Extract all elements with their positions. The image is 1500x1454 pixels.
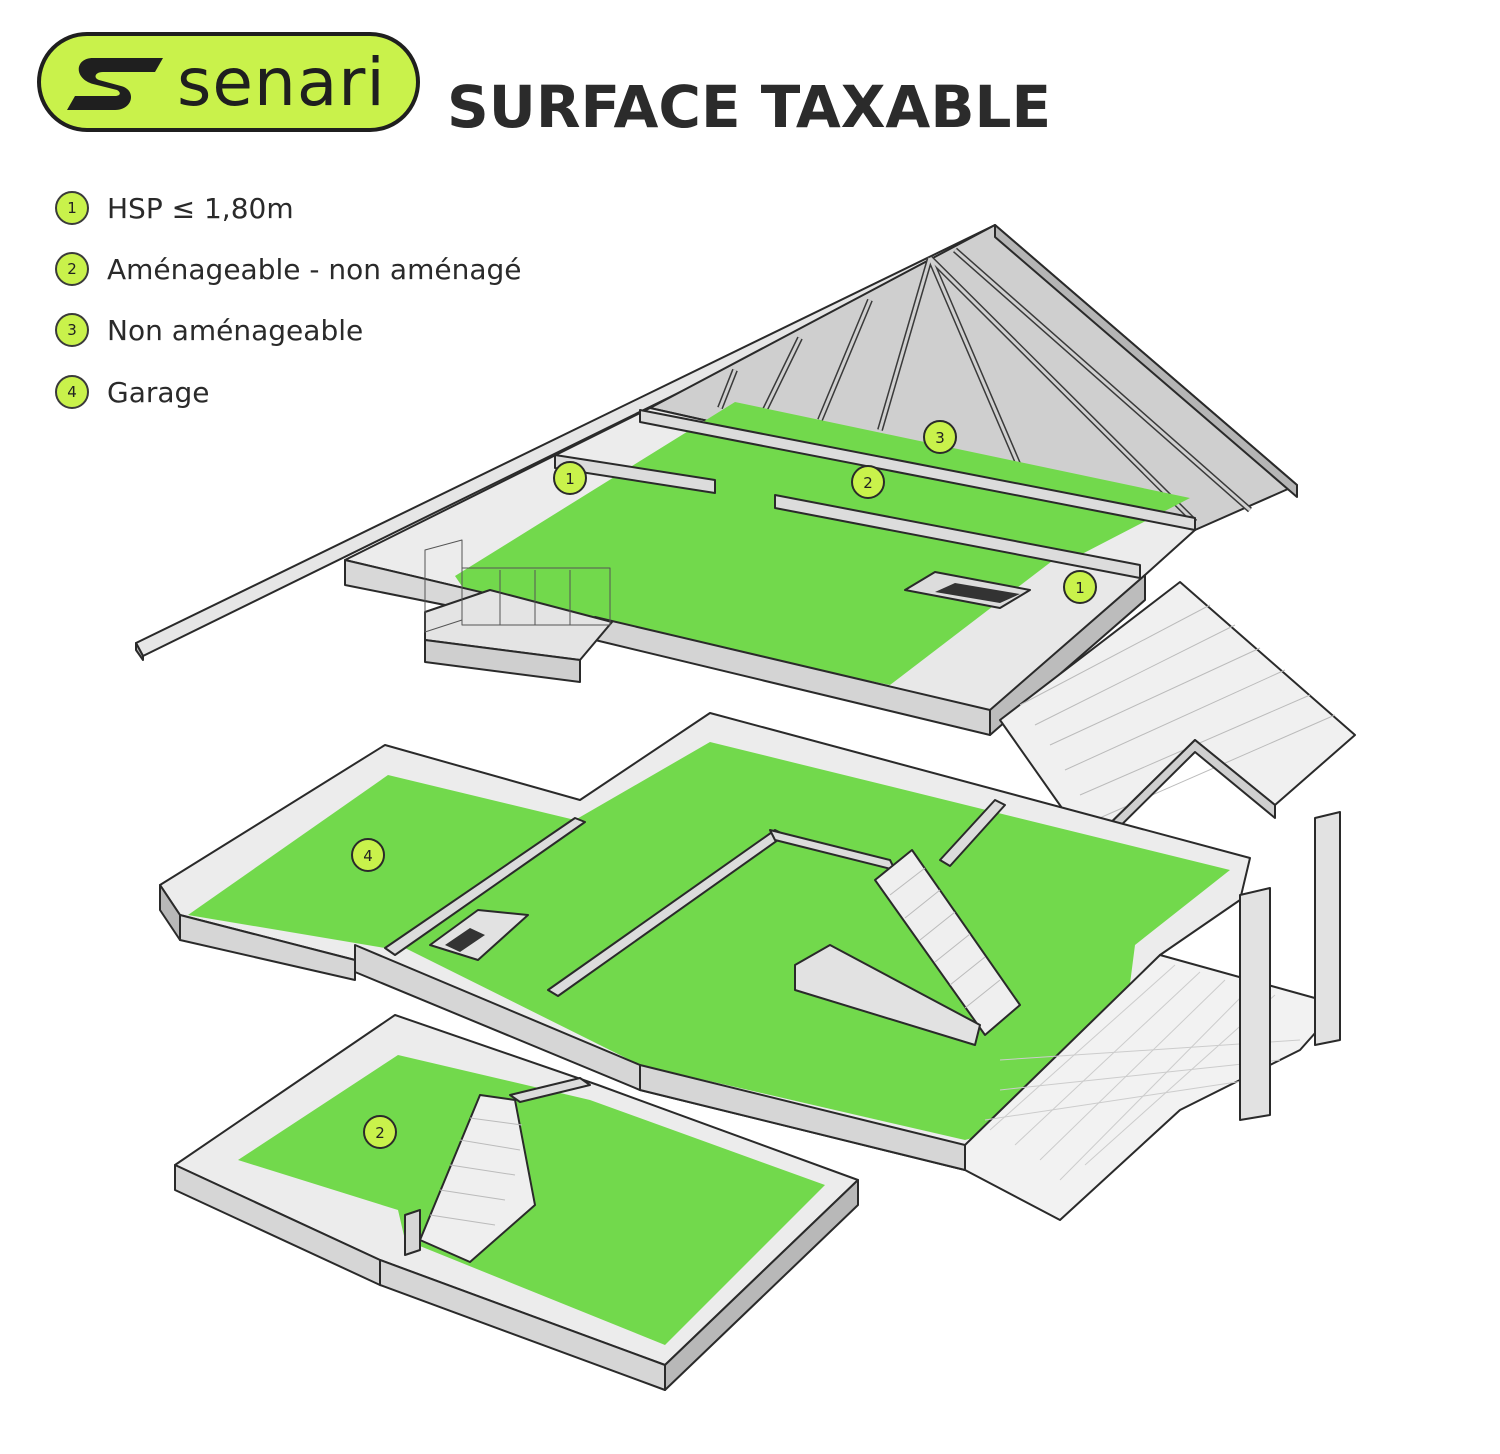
- ground-wall-garage: [384, 817, 586, 956]
- legend-label: Aménageable - non aménagé: [107, 252, 522, 286]
- senari-wordmark: senari: [177, 44, 386, 121]
- basement-partition: [509, 1077, 591, 1103]
- attic-marker-left: 1: [553, 461, 587, 495]
- basement-stair: [419, 1094, 536, 1263]
- roof-overhang-left-edge: [135, 642, 144, 661]
- senari-logo: senari: [37, 32, 420, 132]
- attic-marker-right: 1: [1063, 570, 1097, 604]
- legend-badge: 1: [55, 191, 89, 225]
- basement-marker: 2: [363, 1115, 397, 1149]
- legend: 1 HSP ≤ 1,80m 2 Aménageable - non aménag…: [55, 186, 675, 416]
- svg-text:3: 3: [935, 429, 945, 447]
- attic-beam: [639, 409, 1196, 531]
- svg-text:2: 2: [863, 474, 873, 492]
- legend-badge: 4: [55, 375, 89, 409]
- senari-s-icon: [67, 58, 163, 110]
- ground-wall-right-short: [939, 799, 1006, 867]
- ground-marker-garage: 4: [351, 838, 385, 872]
- ground-main-surface: [385, 742, 1230, 1140]
- attic-marker-center: 2: [851, 465, 885, 499]
- legend-badge: 2: [55, 252, 89, 286]
- attic-beam: [774, 494, 1141, 579]
- gable-roof-right-face: [994, 224, 1298, 498]
- ground-stair-landing: [794, 944, 981, 1046]
- patio-tiles: [984, 964, 1301, 1181]
- glass-railing: [424, 539, 611, 633]
- svg-text:4: 4: [363, 847, 373, 865]
- legend-badge: 3: [55, 313, 89, 347]
- ground-stair: [874, 849, 1021, 1036]
- legend-label: Garage: [107, 375, 210, 409]
- legend-label: HSP ≤ 1,80m: [107, 191, 294, 225]
- attic-edge-right: [989, 574, 1146, 736]
- legend-item-amenageable: 2 Aménageable - non aménagé: [55, 249, 522, 289]
- attic-beam: [554, 454, 716, 494]
- page-title: SURFACE TAXABLE: [447, 73, 1052, 141]
- pillar: [1239, 887, 1271, 1121]
- legend-item-garage: 4 Garage: [55, 372, 210, 412]
- svg-text:2: 2: [375, 1124, 385, 1142]
- attic-marker-top: 3: [923, 420, 957, 454]
- svg-text:1: 1: [1075, 579, 1085, 597]
- legend-label: Non aménageable: [107, 313, 364, 347]
- svg-text:1: 1: [565, 470, 575, 488]
- legend-item-hsp: 1 HSP ≤ 1,80m: [55, 188, 294, 228]
- legend-item-non-amenageable: 3 Non aménageable: [55, 310, 363, 350]
- pillar: [1314, 811, 1341, 1046]
